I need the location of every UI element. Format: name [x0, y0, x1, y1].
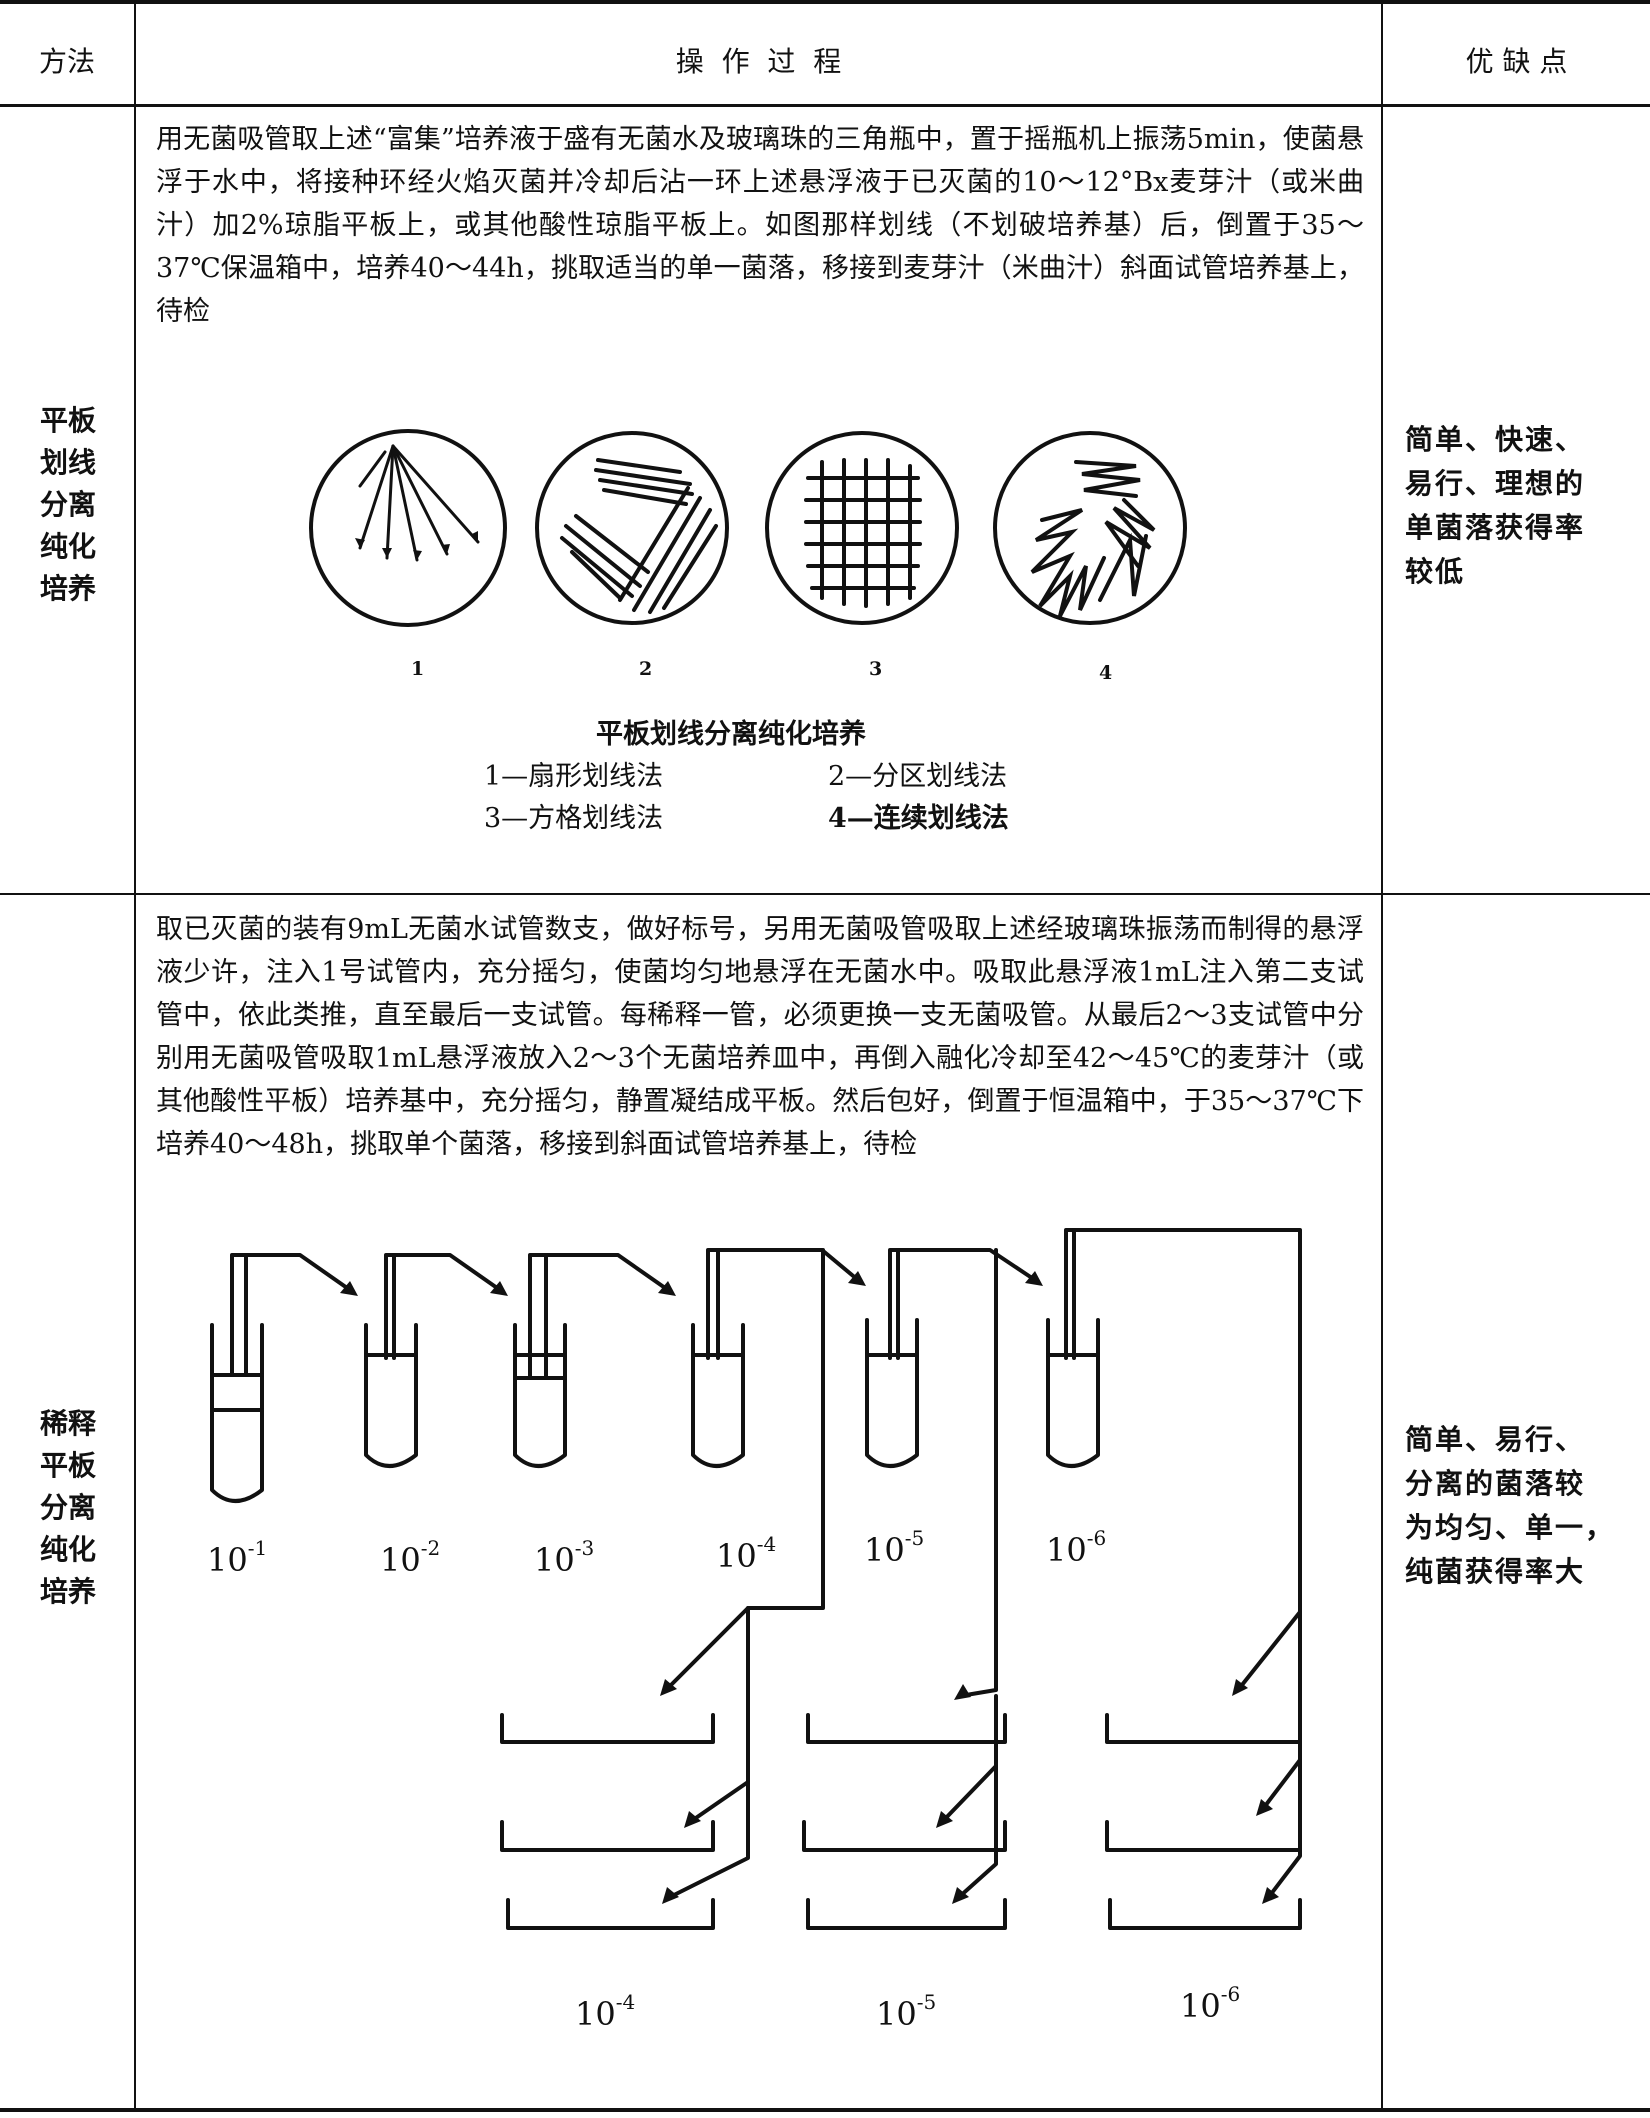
row1-method-line: 平板 [39, 404, 96, 437]
test-tube-3 [513, 1323, 567, 1468]
test-tube-1 [210, 1323, 264, 1503]
dish-label-base: 10 [575, 1995, 616, 2033]
figure-caption-title: 平板划线分离纯化培养 [596, 719, 866, 750]
row1-method-line: 纯化 [39, 530, 96, 563]
tube-label: 10-1 [207, 1536, 267, 1579]
row1-merit-line: 简单、快速、 [1405, 423, 1586, 456]
row1-merit-line: 较低 [1405, 555, 1466, 588]
plate-continuous-streak [993, 431, 1187, 625]
plate-number: 3 [869, 658, 883, 680]
tube-label-exponent: -2 [420, 1536, 441, 1560]
row1-merit-line: 单菌落获得率 [1405, 511, 1586, 544]
row1-process-text: 用无菌吸管取上述“富集”培养液于盛有无菌水及玻璃珠的三角瓶中，置于摇瓶机上振荡5… [156, 124, 1364, 327]
dish-label-exponent: -6 [1220, 1982, 1241, 2006]
plate-fan-streak [309, 429, 507, 627]
tube-label-exponent: -3 [574, 1536, 595, 1560]
row2-method: 稀释 平板 分离 纯化 培养 [38, 1403, 98, 1613]
header-method: 方法 [38, 45, 95, 78]
dish-label: 10-4 [575, 1990, 635, 2033]
dish-label-base: 10 [1180, 1987, 1221, 2025]
tube-label: 10-4 [716, 1532, 776, 1575]
dish-label: 10-5 [876, 1990, 936, 2033]
test-tube-4 [691, 1323, 745, 1468]
tube-label-exponent: -6 [1086, 1526, 1107, 1550]
row2-process-text: 取已灭菌的装有9mL无菌水试管数支，做好标号，另用无菌吸管吸取上述经玻璃珠振荡而… [156, 914, 1364, 1160]
figure-legend-item: 3—方格划线法 [484, 803, 664, 834]
tube-label-exponent: -1 [247, 1536, 268, 1560]
test-tube-5 [865, 1318, 919, 1468]
tube-label: 10-5 [864, 1526, 924, 1569]
plate-number: 4 [1099, 662, 1113, 684]
row2-merit-line: 纯菌获得率大 [1405, 1555, 1586, 1588]
row-divider-rule [0, 893, 1650, 895]
tube-label-base: 10 [380, 1541, 421, 1579]
row2-merit-line: 分离的菌落较 [1405, 1467, 1586, 1500]
table-top-rule [0, 0, 1650, 4]
figure-legend-item: 4—连续划线法 [828, 803, 1009, 834]
figure-legend-item: 1—扇形划线法 [484, 761, 664, 792]
column-divider-right [1381, 0, 1383, 2110]
row2-method-line: 稀释 [39, 1407, 96, 1440]
plate-number: 1 [411, 658, 425, 680]
tube-label-base: 10 [1046, 1531, 1087, 1569]
row2-merit-line: 为均匀、单一， [1405, 1511, 1616, 1544]
tube-label: 10-2 [380, 1536, 440, 1579]
tube-label-base: 10 [864, 1531, 905, 1569]
column-divider-left [134, 0, 136, 2110]
row1-merits: 简单、快速、 易行、理想的 单菌落获得率 较低 [1405, 418, 1630, 594]
test-tube-2 [364, 1323, 418, 1468]
row1-method-line: 划线 [39, 446, 96, 479]
dish-label-exponent: -5 [916, 1990, 937, 2014]
row1-method: 平板 划线 分离 纯化 培养 [38, 400, 98, 610]
header-bottom-rule [0, 104, 1650, 107]
tube-label: 10-3 [534, 1536, 594, 1579]
row1-method-line: 分离 [39, 488, 96, 521]
table-bottom-rule [0, 2108, 1650, 2112]
row2-merits: 简单、易行、 分离的菌落较 为均匀、单一， 纯菌获得率大 [1405, 1418, 1637, 1594]
tube-label-exponent: -5 [904, 1526, 925, 1550]
tube-label: 10-6 [1046, 1526, 1106, 1569]
row2-method-line: 平板 [39, 1449, 96, 1482]
dish-label-exponent: -4 [615, 1990, 636, 2014]
plate-number: 2 [639, 658, 653, 680]
dish-label-base: 10 [876, 1995, 917, 2033]
row1-merit-line: 易行、理想的 [1405, 467, 1586, 500]
tube-label-base: 10 [716, 1537, 757, 1575]
header-process: 操 作 过 程 [675, 45, 842, 78]
plate-sector-streak [535, 431, 729, 625]
tube-label-exponent: -4 [756, 1532, 777, 1556]
figure-legend-item: 2—分区划线法 [828, 761, 1008, 792]
tube-label-base: 10 [207, 1541, 248, 1579]
tube-label-base: 10 [534, 1541, 575, 1579]
row2-method-line: 培养 [39, 1575, 96, 1608]
row2-merit-line: 简单、易行、 [1405, 1423, 1586, 1456]
test-tube-6 [1046, 1318, 1100, 1468]
dish-label: 10-6 [1180, 1982, 1240, 2025]
row1-method-line: 培养 [39, 572, 96, 605]
header-merits: 优 缺 点 [1465, 45, 1568, 78]
row2-method-line: 纯化 [39, 1533, 96, 1566]
plate-grid-streak [765, 431, 959, 625]
row2-method-line: 分离 [39, 1491, 96, 1524]
